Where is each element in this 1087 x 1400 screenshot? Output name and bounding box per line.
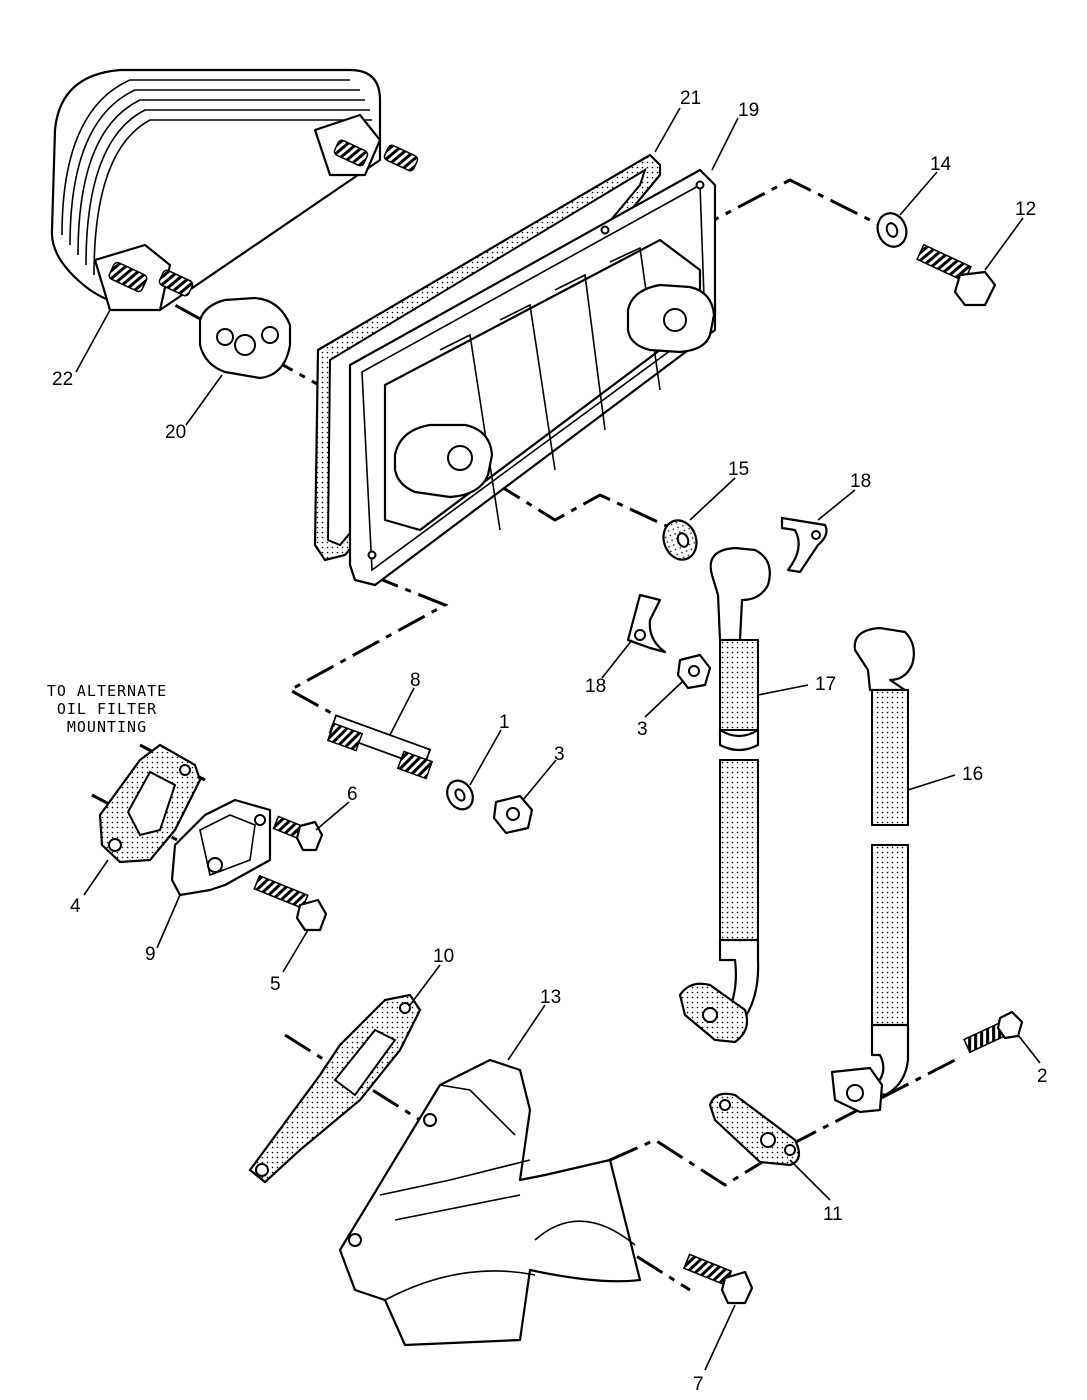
callout-3-lower: 3	[554, 744, 565, 765]
callout-11: 11	[823, 1204, 843, 1225]
nut-part-3-lower	[492, 794, 534, 835]
callout-5: 5	[270, 974, 281, 995]
callout-3-upper: 3	[637, 719, 648, 740]
callout-9: 9	[145, 944, 156, 965]
gasket-part-10	[248, 993, 422, 1184]
callout-12: 12	[1015, 199, 1036, 220]
callout-18-lower: 18	[585, 676, 606, 697]
callout-20: 20	[165, 422, 186, 443]
bolt-part-7	[683, 1253, 754, 1305]
tube-part-16	[830, 626, 915, 1114]
callout-8: 8	[410, 670, 421, 691]
bolt-part-5	[253, 874, 328, 932]
callout-22: 22	[52, 369, 73, 390]
callout-18-upper: 18	[850, 471, 871, 492]
callout-14: 14	[930, 154, 952, 175]
nut-part-3-upper	[676, 653, 712, 690]
callout-19: 19	[738, 100, 759, 121]
callout-16: 16	[962, 764, 983, 785]
callout-10: 10	[433, 946, 454, 967]
callout-15: 15	[728, 459, 749, 480]
gasket-part-11	[708, 1092, 801, 1167]
callout-numbers: 21 19 14 12 22 20 15 18 18 3 17 8 1 3 16…	[52, 88, 1048, 1395]
stud-part-8	[326, 714, 434, 780]
callout-21: 21	[680, 88, 701, 109]
washer-part-15	[662, 519, 698, 561]
filter-base-part-13	[338, 1058, 642, 1347]
washer-part-1	[446, 779, 474, 811]
tube-part-17	[678, 546, 771, 1044]
callout-6: 6	[347, 784, 358, 805]
bolt-part-12	[916, 243, 997, 307]
gasket-part-4	[98, 743, 202, 864]
bolt-part-2	[963, 1010, 1024, 1054]
note-line-3: MOUNTING	[67, 718, 147, 736]
washer-part-14	[876, 212, 908, 248]
callout-4: 4	[70, 896, 81, 917]
adapter-part-9	[170, 798, 272, 897]
callout-17: 17	[815, 674, 836, 695]
oil-cooler-part-22	[50, 68, 419, 312]
alternate-mount-note: TO ALTERNATE OIL FILTER MOUNTING	[47, 682, 167, 736]
note-line-1: TO ALTERNATE	[47, 682, 167, 700]
clamp-part-18-lower	[626, 593, 667, 654]
callout-1: 1	[499, 712, 510, 733]
cooler-cover-part-19	[348, 168, 717, 587]
callout-7: 7	[693, 1374, 704, 1395]
note-line-2: OIL FILTER	[57, 700, 157, 718]
callout-13: 13	[540, 987, 561, 1008]
leader-lines	[75, 107, 1041, 1371]
bolt-part-6	[272, 815, 324, 852]
cooler-gasket-part-20	[198, 296, 292, 380]
clamp-part-18-upper	[780, 516, 828, 574]
callout-2: 2	[1037, 1066, 1048, 1087]
